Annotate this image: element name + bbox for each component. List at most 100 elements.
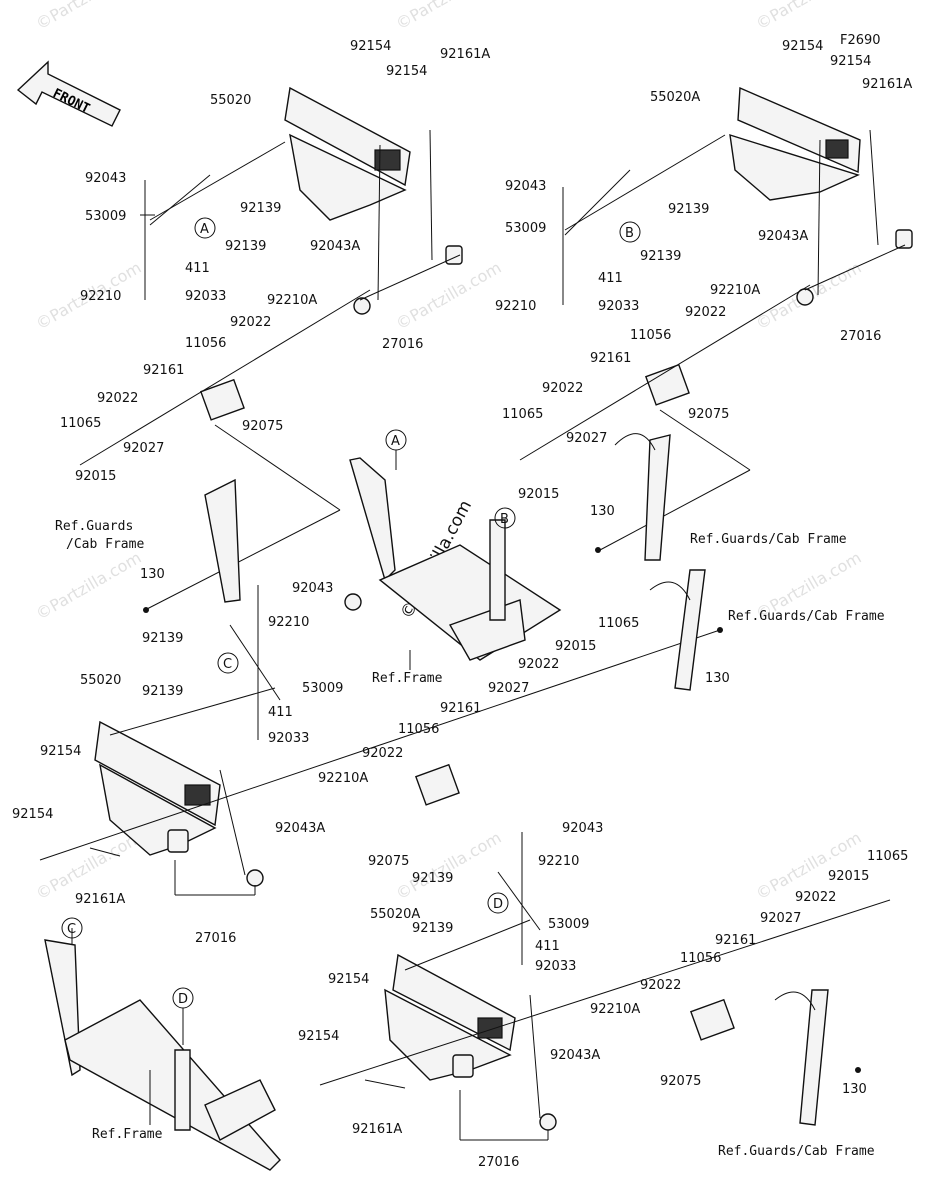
ref-guards-label: Ref.Guards/Cab Frame (728, 609, 885, 624)
guard-frame (644, 434, 671, 561)
part-number-label: 92154 (386, 64, 427, 79)
part-number-label: 55020 (80, 673, 121, 688)
assembly-top-left: 92154 92154 92161A 55020 92043 92139 530… (55, 39, 490, 613)
part-number-label: 92015 (518, 487, 559, 502)
part-number-label: 92154 (40, 744, 81, 759)
part-number-label: 92210A (710, 283, 760, 298)
watermark-text: ©Partzilla.com (753, 0, 865, 33)
part-number-label: 92075 (660, 1074, 701, 1089)
part-number-label: 11056 (185, 336, 226, 351)
part-number-label: 92161 (590, 351, 631, 366)
callout-d-lower: D (172, 987, 194, 1009)
part-number-label: 55020A (370, 907, 420, 922)
part-number-label: 11065 (60, 416, 101, 431)
part-number-label: 92015 (75, 469, 116, 484)
part-number-label: 92022 (518, 657, 559, 672)
part-number-label: C (223, 657, 232, 672)
part-number-label: 92161 (440, 701, 481, 716)
labels-top-right: 92154 92154 92161A 55020A 92043 92139 53… (495, 39, 912, 547)
box-latch (825, 139, 849, 159)
part-number-label: B (500, 512, 509, 527)
front-arrow-icon: FRONT (16, 60, 121, 127)
ref-guards-label: Ref.Guards/Cab Frame (718, 1144, 875, 1159)
box-latch (184, 784, 211, 806)
part-number-label: 92210 (538, 854, 579, 869)
part-number-label: 92022 (795, 890, 836, 905)
part-number-label: 92043 (85, 171, 126, 186)
part-number-label: 92210 (495, 299, 536, 314)
part-number-label: 92043A (758, 229, 808, 244)
part-number-label: 92210A (590, 1002, 640, 1017)
part-number-label: 92027 (123, 441, 164, 456)
watermark-text: ©Partzilla.com (33, 548, 145, 624)
guard-frame (674, 569, 706, 691)
watermark-text: ©Partzilla.com (393, 258, 505, 334)
part-number-label: 92043 (292, 581, 333, 596)
guard-frame (799, 989, 829, 1126)
labels-bottom-right: 92043 92210 92139 53009 92139 411 92033 … (298, 821, 908, 1170)
part-number-label: 92139 (412, 871, 453, 886)
part-number-label: D (178, 992, 188, 1007)
part-number-label: 92043A (550, 1048, 600, 1063)
part-number-label: 92022 (542, 381, 583, 396)
part-number-label: 92161 (715, 933, 756, 948)
part-number-label: 92154 (350, 39, 391, 54)
part-number-label: 92027 (488, 681, 529, 696)
part-number-label: 53009 (85, 209, 126, 224)
hinge-plate (644, 363, 690, 406)
part-number-label: 92015 (555, 639, 596, 654)
part-number-label: 92033 (185, 289, 226, 304)
part-number-label: 11065 (502, 407, 543, 422)
part-number-label: 92022 (362, 746, 403, 761)
part-number-label: 92043A (310, 239, 360, 254)
part-number-label: 92022 (685, 305, 726, 320)
ref-frame-label: Ref.Frame (372, 671, 443, 686)
part-number-label: 92210A (318, 771, 368, 786)
part-number-label: A (391, 434, 400, 449)
labels-bottom-left: 92043 92210 92139 53009 92139 411 92033 … (12, 581, 885, 946)
part-number-label: 92210 (268, 615, 309, 630)
part-number-label: 411 (185, 261, 210, 276)
latch-bracket (452, 1054, 474, 1078)
storage-box-body (289, 133, 407, 221)
grommet (246, 869, 264, 887)
part-number-label: 92161A (352, 1122, 402, 1137)
callout-b-center: B (494, 507, 516, 529)
diagram-code: F2690 (840, 33, 881, 48)
part-number-label: 92154 (782, 39, 823, 54)
part-number-label: 11065 (598, 616, 639, 631)
part-number-label: 92075 (368, 854, 409, 869)
part-number-label: 92033 (268, 731, 309, 746)
part-number-label: 55020A (650, 90, 700, 105)
grommet (353, 297, 371, 315)
callout-c-lower: C (61, 917, 83, 939)
part-number-label: 92154 (830, 54, 871, 69)
part-number-label: 55020 (210, 93, 251, 108)
part-number-label: 92015 (828, 869, 869, 884)
ref-guards-label: /Cab Frame (66, 537, 144, 552)
ref-guards-label: Ref.Guards/Cab Frame (690, 532, 847, 547)
hinge-plate (199, 378, 245, 421)
part-number-label: 53009 (505, 221, 546, 236)
part-number-label: 11056 (680, 951, 721, 966)
part-number-label: 411 (268, 705, 293, 720)
part-number-label: A (200, 222, 209, 237)
callout-a-center: A (385, 429, 407, 451)
part-number-label: 92075 (242, 419, 283, 434)
storage-box-body (384, 988, 512, 1081)
box-latch (477, 1017, 503, 1039)
part-number-label: 411 (535, 939, 560, 954)
callout-b-right: B (619, 221, 641, 243)
part-number-label: 92043 (562, 821, 603, 836)
labels-top-left: 92154 92154 92161A 55020 92043 92139 530… (55, 39, 490, 582)
grommet (796, 288, 814, 306)
part-number-label: 92033 (598, 299, 639, 314)
part-number-label: 92022 (640, 978, 681, 993)
part-number-label: 92043 (505, 179, 546, 194)
part-number-label: 92139 (142, 631, 183, 646)
box-latch (374, 149, 401, 171)
part-number-label: 27016 (478, 1155, 519, 1170)
assembly-top-right: 92154 92154 92161A 55020A 92043 92139 53… (495, 39, 913, 561)
part-number-label: 92139 (240, 201, 281, 216)
part-number-label: 92139 (142, 684, 183, 699)
